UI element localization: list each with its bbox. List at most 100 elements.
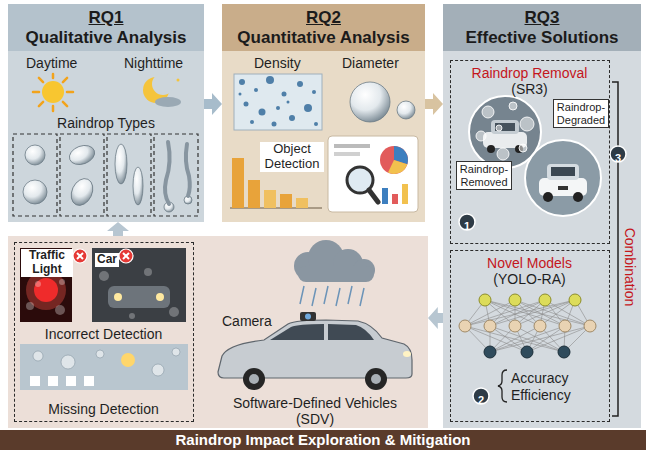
street-photo-part xyxy=(84,376,94,386)
node-text-slot: (YOLO-RA) xyxy=(451,270,608,288)
car-photo-part xyxy=(156,293,164,301)
street-photo-part xyxy=(66,376,76,386)
analysis-card-part xyxy=(328,136,418,212)
traffic-light-photo-part xyxy=(26,279,65,315)
arrow-body xyxy=(204,93,222,115)
raindrop-shapes-part xyxy=(133,167,143,205)
street-photo-part xyxy=(33,348,180,376)
degraded-photo-part xyxy=(476,102,534,160)
chart-label-slot: Object Detection xyxy=(260,142,324,172)
node-text: Incorrect Detection xyxy=(43,326,165,342)
condition-label: Nighttime xyxy=(124,55,183,71)
condition-label-slot: Nighttime xyxy=(124,54,183,72)
streak-drops xyxy=(165,142,190,204)
analysis-card-part xyxy=(369,190,378,202)
analysis-card-part xyxy=(402,184,408,204)
car-photo xyxy=(92,248,186,322)
neural-network-part xyxy=(559,320,571,332)
error-badge-part xyxy=(73,249,87,263)
sun-icon-part xyxy=(42,81,64,103)
vehicle-drawing-part xyxy=(270,324,324,340)
degraded-photo-part xyxy=(482,106,494,118)
node-text: Raindrop Impact Exploration & Mitigation xyxy=(0,430,646,450)
neural-network-part xyxy=(459,320,596,332)
node-text-slot: Incorrect Detection xyxy=(15,325,192,343)
rq3-panel: RQ3Effective SolutionsRaindrop Removal(S… xyxy=(443,4,641,428)
sun-icon-part xyxy=(67,91,73,94)
combination-bracket xyxy=(612,82,618,416)
sun-icon-part xyxy=(39,78,43,82)
raindrop-shapes-part xyxy=(25,145,45,165)
density-image-part xyxy=(282,92,287,97)
part-label-slot: Camera xyxy=(222,312,272,330)
sun-icon-part xyxy=(63,102,67,106)
metric-label: Diameter xyxy=(342,55,399,71)
street-photo-part xyxy=(152,364,164,376)
density-image-part xyxy=(250,120,254,124)
restored-photo-part xyxy=(551,167,575,176)
neural-network-part xyxy=(465,300,590,352)
street-photo-part xyxy=(20,344,188,390)
traffic-light-photo-part xyxy=(26,302,34,310)
analysis-card-part xyxy=(334,144,370,148)
neural-network-part xyxy=(484,346,496,358)
street-photo-part xyxy=(61,355,75,369)
density-image-part xyxy=(239,79,245,85)
density-image-part xyxy=(314,122,318,126)
car-photo-part xyxy=(129,313,135,319)
degraded-photo-part xyxy=(487,145,495,153)
raindrop-shapes-part xyxy=(115,144,127,184)
restored-photo-part xyxy=(543,192,553,202)
error-badge-part xyxy=(77,253,83,259)
density-image-part xyxy=(259,109,266,116)
street-photo-part xyxy=(30,376,94,386)
raindrop-shapes-part xyxy=(67,142,98,168)
traffic-light-photo-part xyxy=(20,248,72,322)
panel-title-slot: RQ3 xyxy=(443,8,641,28)
node-text-slot: Missing Detection xyxy=(15,400,192,418)
callout-number-slot: 1 xyxy=(464,216,470,234)
metric-label-slot: Density xyxy=(254,54,301,72)
density-image-part xyxy=(272,122,277,127)
type-frames-part xyxy=(154,134,198,216)
degraded-photo-part xyxy=(491,120,519,134)
diameter-drops-part xyxy=(397,101,415,119)
condition-label-slot: Daytime xyxy=(26,54,77,72)
vehicle-drawing xyxy=(218,312,412,390)
vehicle-drawing-part xyxy=(365,368,387,390)
header-band xyxy=(8,4,204,51)
panel-title: RQ2 xyxy=(306,8,341,28)
header-band xyxy=(222,4,425,51)
node-text-slot: Qualitative Analysis xyxy=(8,28,204,48)
header-band xyxy=(443,4,641,51)
neural-network-part xyxy=(569,294,581,306)
neural-network-part xyxy=(509,320,521,332)
raindrop-shapes-part xyxy=(23,180,47,204)
bar-chart-part xyxy=(280,194,292,208)
node-text: Novel Models xyxy=(487,255,572,271)
vehicle-drawing-part xyxy=(300,312,316,321)
degraded-photo-part xyxy=(476,131,486,141)
rq2-panel: RQ2Quantitative AnalysisDensityDiameterO… xyxy=(222,4,425,222)
car-photo-part xyxy=(108,286,170,308)
photo-label-slot: Traffic Light xyxy=(21,249,73,277)
street-photo-part xyxy=(48,376,58,386)
density-image-part xyxy=(312,90,316,94)
degraded-photo-part xyxy=(496,125,502,131)
density-image-part xyxy=(287,101,290,104)
neural-network-part xyxy=(484,320,496,332)
density-image-part xyxy=(304,104,312,112)
sun-icon-part xyxy=(52,74,55,78)
sun-icon-part xyxy=(52,106,55,111)
restored-photo-part xyxy=(525,140,601,216)
streak-drops-part xyxy=(186,144,190,196)
metric-label-slot: Diameter xyxy=(342,54,399,72)
traffic-light-photo-part xyxy=(34,278,58,302)
density-image-part xyxy=(266,76,274,84)
photo-label: Traffic Light xyxy=(21,249,73,277)
vehicle-drawing-part xyxy=(243,368,265,390)
goal-label-slot: Efficiency xyxy=(511,386,571,404)
diameter-drops xyxy=(350,82,415,122)
car-photo-part xyxy=(99,271,109,281)
neural-network-part xyxy=(479,294,491,306)
